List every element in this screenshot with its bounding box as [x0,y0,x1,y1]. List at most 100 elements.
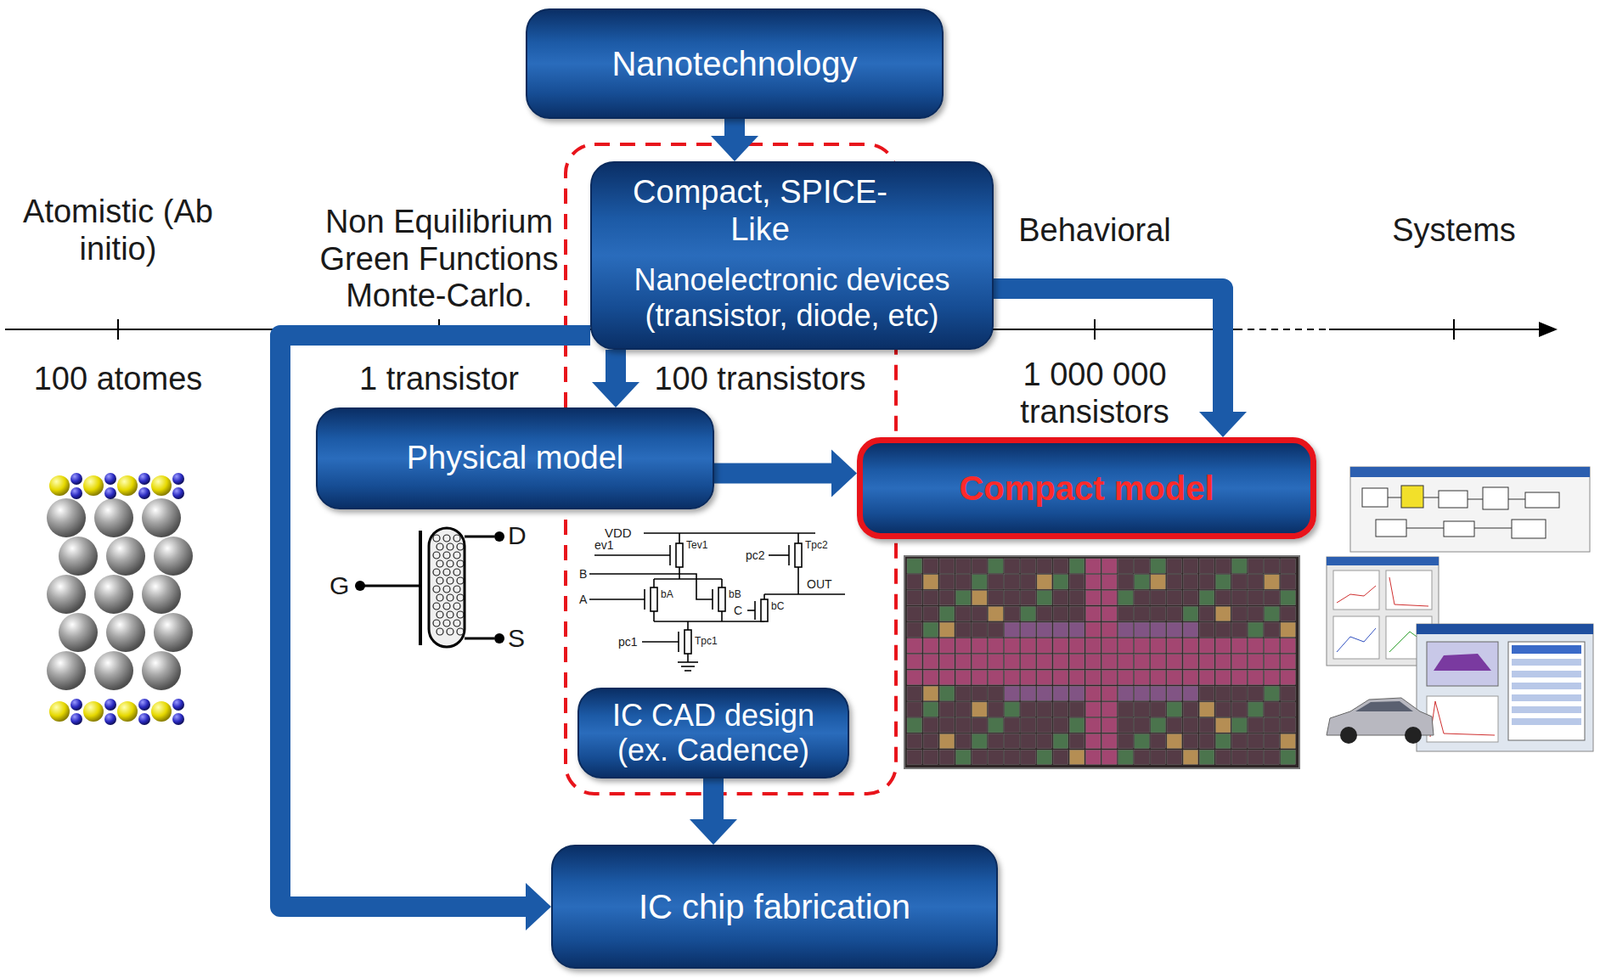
chip-die-photo-part [972,638,988,654]
chip-die-photo-part [1280,606,1296,621]
chip-die-photo-part [1232,591,1248,606]
signal-label: Tpc2 [805,540,829,553]
terminal-label: S [507,624,525,654]
chip-die-photo-part [939,749,955,765]
chip-die-photo-part [1085,574,1101,590]
chip-die-photo-part [1215,686,1231,701]
cnt-transistor-symbol-part [446,543,454,551]
chip-die-photo-part [1085,558,1101,574]
chip-die-photo-part [1069,622,1085,637]
chip-die-photo-part [1036,558,1053,574]
cnt-transistor-symbol-part [436,577,444,585]
crystal-structure-part [46,574,86,615]
circuit-schematic-part [589,598,645,601]
crystal-structure-part [138,473,151,485]
cnt-transistor-symbol-part [464,535,495,539]
chip-die-photo-part [1069,558,1085,574]
chip-die-photo-part [1085,622,1101,637]
axis-label: 1 transistor [337,360,541,399]
cnt-transistor-symbol-part [453,619,461,627]
chip-die-photo-part [1280,749,1296,765]
scale-axis-part [1538,321,1558,338]
cnt-transistor-symbol-part [436,611,444,619]
chip-die-photo-part [923,654,939,670]
axis-label: 100 atomes [7,360,229,399]
chip-die-photo-part [1232,702,1248,717]
chip-die-photo-part [1069,749,1085,765]
chip-die-photo-part [1166,591,1183,606]
system-screenshots-part [1423,497,1439,499]
chip-die-photo-part [939,606,955,621]
chip-die-photo-part [939,622,955,637]
system-screenshots-part [1375,519,1407,537]
cnt-transistor-symbol-part [494,531,505,542]
crystal-structure-part [106,613,146,653]
system-screenshots-part [1333,570,1380,610]
chip-die-photo-part [1232,574,1248,590]
chip-die-photo-part [1020,638,1037,654]
chip-die-photo-part [1199,574,1215,590]
chip-die-photo-part [1053,654,1069,670]
crystal-structure-part [58,613,98,653]
chip-die-photo-part [1232,622,1248,637]
crystal-structure-part [83,701,104,722]
chip-die-photo-part [1069,702,1085,717]
chip-die-photo-part [1036,606,1053,621]
terminal-label: G [329,571,350,602]
axis-label: Non Equilibrium Green Functions Monte-Ca… [311,203,567,316]
crystal-structure-part [153,613,193,653]
chip-die-photo-part [1004,718,1020,733]
chip-die-photo-part [1036,622,1053,637]
cnt-transistor-symbol-part [453,602,461,610]
chip-die-photo-part [1053,574,1069,590]
chip-die-photo-part [988,558,1004,574]
crystal-structure-part [104,698,117,711]
chip-die-photo-part [1183,638,1199,654]
circuit-schematic-part [650,587,658,612]
system-screenshots-part [1467,499,1483,501]
chip-die-photo-part [1264,749,1280,765]
cnt-transistor-symbol-part [453,585,461,593]
chip-die-photo-part [1183,591,1199,606]
chip-die-photo-part [972,558,988,574]
chip-die-photo-part [939,733,955,749]
chip-die-photo-part [1085,606,1101,621]
chip-die-photo-part [1102,718,1118,733]
chip-die-photo-part [1215,606,1231,621]
chip-die-photo-part [1199,622,1215,637]
circuit-schematic-part [643,532,816,535]
chip-die-photo-part [907,606,923,621]
chip-die-photo-part [955,733,971,749]
crystal-structure-part [70,698,83,711]
chip-die-photo-part [988,733,1004,749]
chip-die-photo-part [1232,606,1248,621]
chip-die-photo-part [1036,733,1053,749]
chip-die-photo-part [1215,733,1231,749]
chip-die-photo-part [955,606,971,621]
system-screenshots-part [1511,682,1582,690]
chip-die-photo-part [1053,733,1069,749]
system-screenshots-part [1525,492,1560,508]
cnt-transistor-symbol-part [433,602,440,610]
crystal-structure-part [151,701,172,722]
crystal-structure-part [49,701,70,722]
chip-die-photo-part [923,686,939,701]
circuit-schematic-part [676,543,683,568]
crystal-structure-part [141,498,181,538]
chip-die-photo-part [1053,638,1069,654]
circuit-schematic-part [760,599,768,622]
chip-die-photo-part [972,591,988,606]
chip-die-photo-part [1102,670,1118,685]
cnt-transistor-symbol-part [446,628,454,636]
chip-die-photo-part [1102,733,1118,749]
chip-die-photo-part [1183,622,1199,637]
system-screenshots-part [1430,701,1495,738]
chip-die-photo-part [1053,558,1069,574]
chip-die-photo-part [1020,574,1037,590]
chip-die-photo-part [1264,638,1280,654]
flow-arrow [591,349,640,408]
chip-die-photo-part [1248,702,1264,717]
chip-die-photo-part [1280,702,1296,717]
chip-die-photo-part [1020,591,1037,606]
chip-die-photo-part [972,749,988,765]
